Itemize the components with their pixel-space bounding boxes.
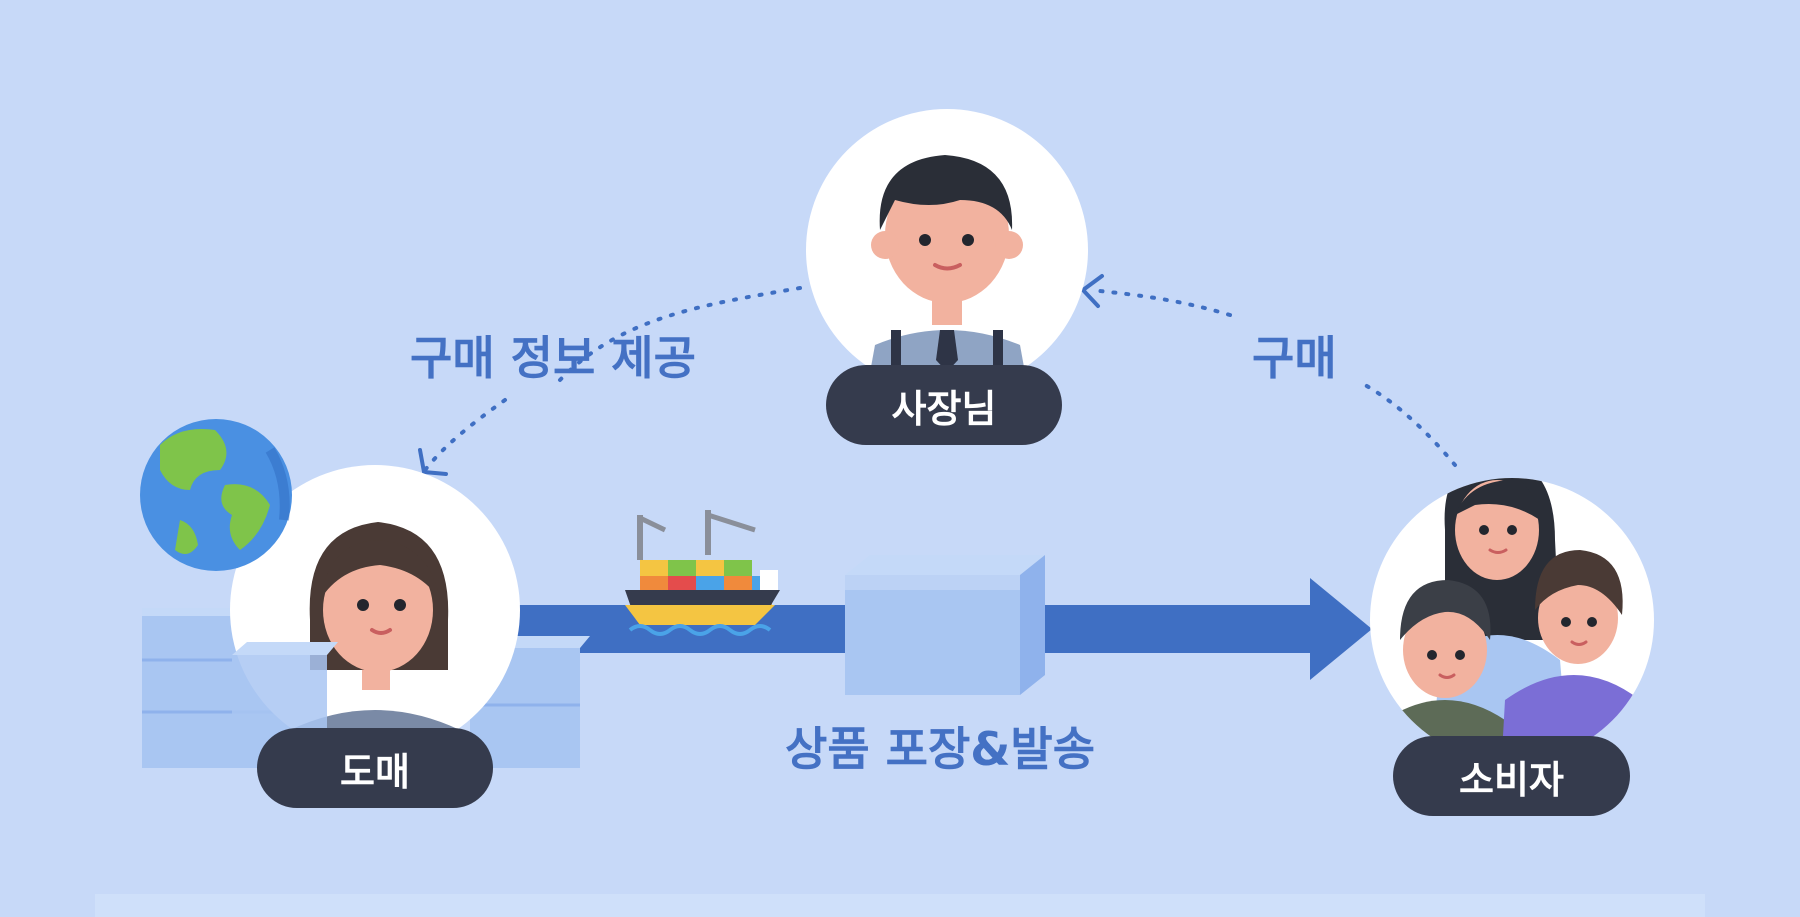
package-box-icon: [845, 555, 1045, 695]
wholesale-label: 도매: [257, 728, 493, 808]
shipping-label: 상품 포장&발송: [785, 722, 1096, 776]
cargo-ship-icon: [625, 510, 780, 636]
purchase-label: 구매: [1252, 331, 1337, 385]
owner-label: 사장님: [826, 365, 1062, 445]
bottom-band: [95, 894, 1705, 917]
purchase-info-label: 구매 정보 제공: [410, 331, 696, 385]
purchase-info-arrow: [418, 286, 802, 476]
owner-node: [806, 109, 1088, 391]
purchase-arrow: [1081, 274, 1457, 467]
consumers-label: 소비자: [1393, 736, 1630, 816]
globe-icon: [140, 419, 292, 571]
